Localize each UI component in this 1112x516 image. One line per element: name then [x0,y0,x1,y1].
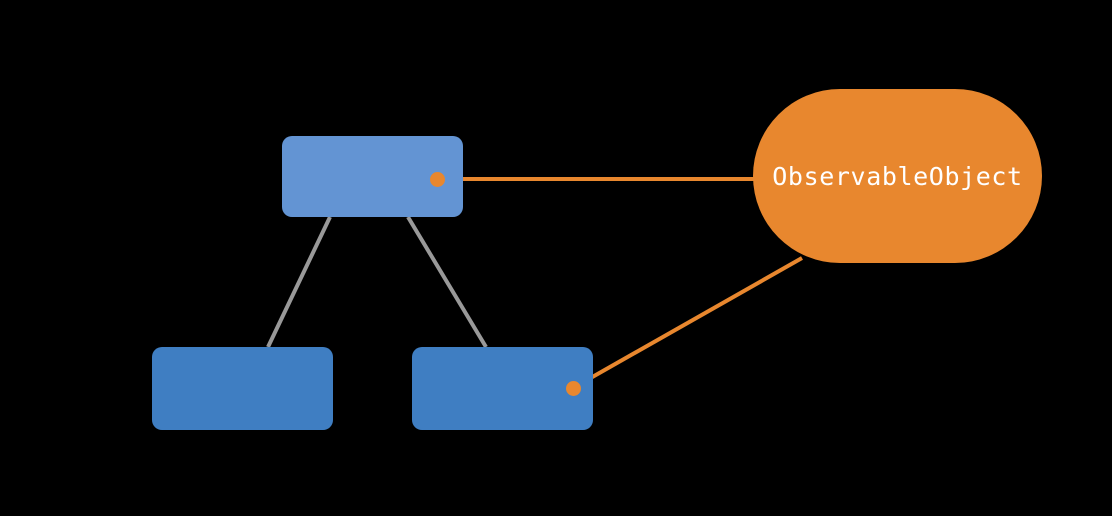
conformance-edge-bottom [572,256,803,390]
bottom-right-blue-node[interactable] [412,347,593,430]
hierarchy-edge-left [266,216,332,348]
conformance-port-top[interactable] [429,171,445,187]
bottom-left-blue-node[interactable] [152,347,333,430]
hierarchy-edge-right [406,215,488,349]
observable-object-capsule[interactable]: ObservableObject [753,89,1042,263]
observable-object-label: ObservableObject [772,161,1023,191]
conformance-port-bottom-right[interactable] [565,380,581,396]
